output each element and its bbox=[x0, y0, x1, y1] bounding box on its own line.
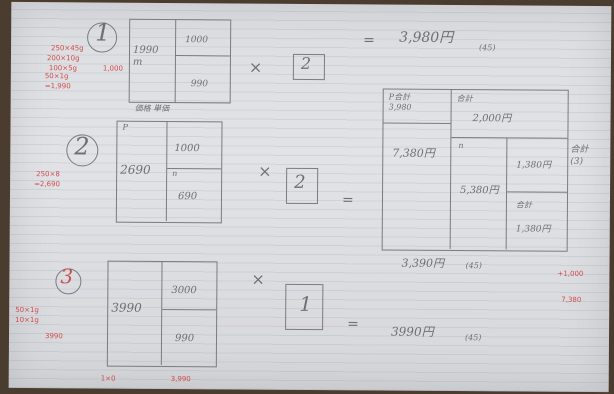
group-1-red-note-5: =1,990 bbox=[44, 82, 71, 91]
group-2-mark-p: P bbox=[122, 122, 128, 132]
group-3-red-note-3: 3990 bbox=[44, 332, 63, 341]
result-red-under-1: +1,000 bbox=[557, 269, 584, 278]
group-1-equals: = bbox=[363, 32, 375, 49]
group-2-label: 2 bbox=[74, 132, 90, 161]
group-2-mark-n: n bbox=[172, 169, 178, 179]
group-1-top-right: 1000 bbox=[185, 35, 209, 46]
result-side-label: 合計 (3) bbox=[570, 144, 589, 167]
result-right-bottom-value: 1,380円 bbox=[515, 224, 551, 235]
group-3-times: × bbox=[251, 269, 265, 289]
result-below-note: (45) bbox=[465, 261, 482, 271]
result-mid-value: 5,380円 bbox=[460, 185, 499, 197]
group-2-red-note-1: 250×8 bbox=[36, 170, 60, 179]
group-1-result: 3,980円 bbox=[399, 29, 454, 46]
group-3-left-value: 3990 bbox=[111, 300, 142, 315]
group-2-times: × bbox=[258, 161, 272, 181]
group-3-result: 3990円 bbox=[391, 324, 434, 339]
group-1-red-note-2: 200×10g bbox=[46, 54, 80, 63]
group-1-red-mid: 1,000 bbox=[102, 64, 123, 73]
result-top-right-label: 合計 bbox=[456, 94, 473, 104]
result-left-value: 7,380円 bbox=[392, 146, 435, 160]
result-top-right-value: 2,000円 bbox=[472, 113, 512, 125]
group-3-red-note-1: 50×1g bbox=[15, 305, 39, 315]
group-3-equals: = bbox=[347, 316, 359, 333]
notebook-paper: 1 1990 m 1000 990 価格 単価 × 2 = 3,980円 (45… bbox=[8, 1, 612, 393]
group-1-multiplier: 2 bbox=[300, 53, 312, 74]
group-3-red-bottom-2: 3,990 bbox=[170, 375, 191, 384]
result-red-under-2: 7,380 bbox=[561, 295, 582, 304]
group-3-top-right: 3000 bbox=[171, 285, 197, 297]
group-2-equals: = bbox=[341, 192, 354, 209]
group-1-times: × bbox=[248, 57, 263, 77]
group-1-below-caption: 価格 単価 bbox=[134, 103, 170, 114]
group-1-red-note-1: 250×45g bbox=[51, 44, 84, 53]
result-top-left: P合計 3,980 bbox=[388, 92, 412, 112]
group-3-bottom-right: 990 bbox=[174, 333, 195, 345]
result-right-bottom-label: 合計 bbox=[515, 200, 532, 210]
group-1-bottom-right: 990 bbox=[190, 79, 209, 90]
group-1-label: 1 bbox=[95, 18, 111, 47]
group-3-red-bottom-1: 1×0 bbox=[100, 374, 116, 383]
group-1-red-note-3: 100×5g bbox=[48, 64, 78, 73]
group-2-multiplier: 2 bbox=[294, 171, 306, 193]
group-2-bottom-right: 690 bbox=[177, 191, 198, 203]
group-3-label: 3 bbox=[60, 264, 74, 289]
group-1-left-value: 1990 m bbox=[132, 44, 159, 68]
group-3-result-note: (45) bbox=[464, 333, 482, 343]
result-right-top-value: 1,380円 bbox=[516, 160, 552, 171]
group-2-left-value: 2690 bbox=[120, 162, 151, 177]
group-2-red-note-2: =2,690 bbox=[34, 180, 61, 189]
group-3-red-note-2: 10×1g bbox=[15, 315, 39, 325]
group-1-red-note-4: 50×1g bbox=[44, 72, 69, 81]
group-3-multiplier: 1 bbox=[299, 291, 313, 317]
result-mid-label: n bbox=[458, 141, 464, 151]
result-below-total: 3,390円 bbox=[401, 256, 445, 270]
group-1-result-note: (45) bbox=[479, 43, 496, 53]
group-2-top-right: 1000 bbox=[174, 143, 200, 155]
